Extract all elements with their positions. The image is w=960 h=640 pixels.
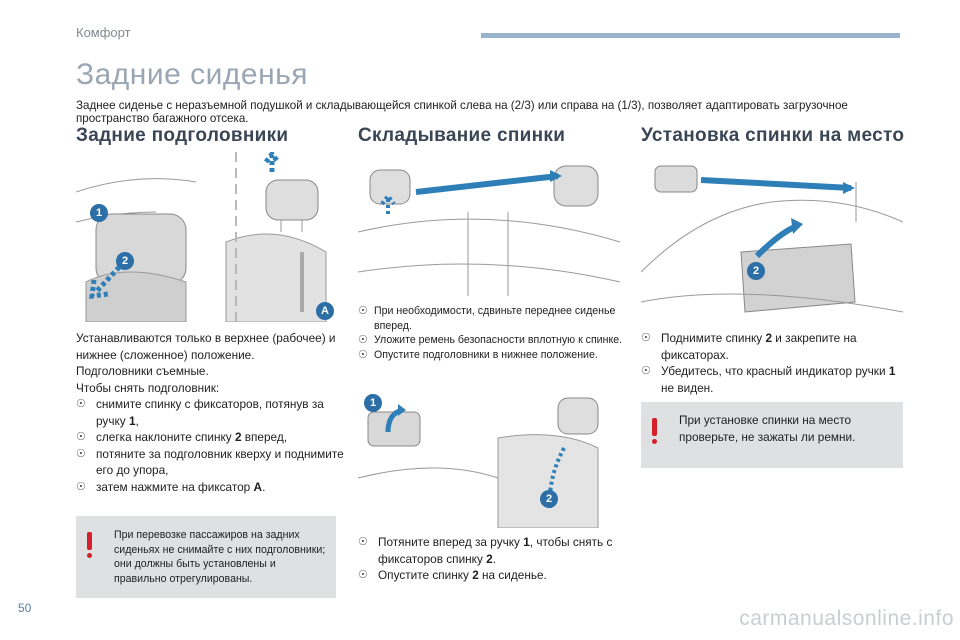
- headrest-removable: Подголовники съемные.: [76, 364, 209, 378]
- folding-illustration-top: [358, 152, 620, 296]
- page-title: Задние сиденья: [76, 58, 309, 91]
- reinstall-warning-text: При установке спинки на место проверьте,…: [679, 413, 856, 444]
- folding-prep-text: При необходимости, сдвиньте переднее сид…: [358, 304, 623, 362]
- heading-folding-backrest: Складывание спинки: [358, 125, 566, 146]
- headrest-positions: Устанавливаются только в верхнее (рабоче…: [76, 331, 336, 362]
- folding-steps-text: Потяните вперед за ручку 1, чтобы снять …: [358, 534, 620, 584]
- headrest-removal-intro: Чтобы снять подголовник:: [76, 380, 220, 395]
- headrest-illustration: 1 2 A: [76, 152, 336, 322]
- header-accent-bar: [481, 33, 900, 38]
- warning-icon: [86, 532, 94, 558]
- callout-2-fold: 2: [540, 490, 558, 508]
- folding-prep-3: Опустите подголовники в нижнее положение…: [358, 348, 623, 363]
- reinstall-illustration: 2: [641, 152, 903, 322]
- callout-2: 2: [116, 252, 134, 270]
- heading-rear-headrests: Задние подголовники: [76, 125, 289, 146]
- reinstall-step-1: Поднимите спинку 2 и закрепите на фиксат…: [641, 330, 903, 363]
- folding-prep-2: Уложите ремень безопасности вплотную к с…: [358, 333, 623, 348]
- reinstall-step-2: Убедитесь, что красный индикатор ручки 1…: [641, 363, 903, 396]
- headrest-step-1: снимите спинку с фиксаторов, потянув за …: [76, 396, 344, 429]
- headrest-warning-box: При перевозке пассажиров на задних сиден…: [76, 516, 336, 598]
- headrest-step-2: слегка наклоните спинку 2 вперед,: [76, 429, 344, 446]
- folding-illustration-bottom: 1 2: [358, 388, 620, 528]
- headrest-step-4: затем нажмите на фиксатор A.: [76, 479, 344, 496]
- callout-1-fold: 1: [364, 394, 382, 412]
- reinstall-text: Поднимите спинку 2 и закрепите на фиксат…: [641, 330, 903, 396]
- headrest-text: Устанавливаются только в верхнее (рабоче…: [76, 330, 344, 495]
- folding-step-1: Потяните вперед за ручку 1, чтобы снять …: [358, 534, 620, 567]
- callout-A: A: [316, 302, 334, 320]
- reinstall-warning-box: При установке спинки на место проверьте,…: [641, 402, 903, 468]
- folding-step-2: Опустите спинку 2 на сиденье.: [358, 567, 620, 584]
- headrest-step-3: потяните за подголовник кверху и подними…: [76, 446, 344, 479]
- watermark: carmanualsonline.info: [739, 607, 954, 630]
- heading-reinstall-backrest: Установка спинки на место: [641, 125, 905, 146]
- section-label: Комфорт: [76, 25, 131, 40]
- headrest-warning-text: При перевозке пассажиров на задних сиден…: [114, 529, 326, 585]
- callout-1: 1: [90, 204, 108, 222]
- intro-text: Заднее сиденье с неразъемной подушкой и …: [76, 99, 848, 125]
- page-number: 50: [18, 601, 32, 615]
- callout-2-reinstall: 2: [747, 262, 765, 280]
- folding-prep-1: При необходимости, сдвиньте переднее сид…: [358, 304, 623, 333]
- warning-icon: [651, 418, 659, 444]
